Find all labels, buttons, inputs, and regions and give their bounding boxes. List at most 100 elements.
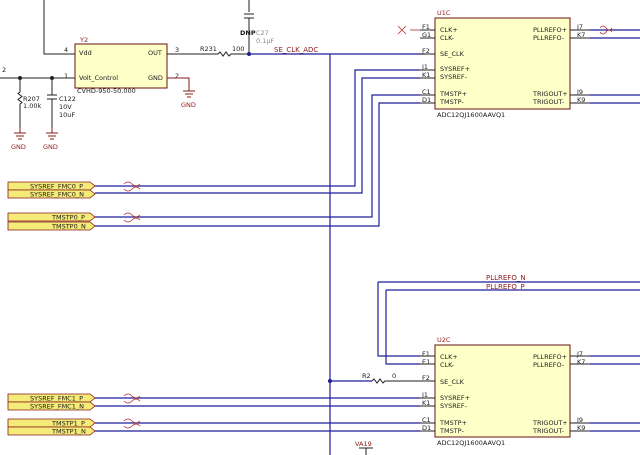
u2c-pin-name: TMSTP+	[439, 419, 467, 427]
r2-ref: R2	[362, 372, 371, 380]
u2c-pin-name: SYSREF+	[440, 394, 470, 402]
u1c-pin-num: F2	[422, 47, 430, 55]
pllrefo-p-loop-wire	[385, 290, 420, 365]
vdd-wire	[43, 0, 75, 55]
u1c-pin-name: TMSTP+	[439, 90, 467, 98]
diff-pair-icon	[123, 418, 141, 429]
u2c-right-pin-stubs	[570, 355, 590, 432]
port-flag[interactable]: TMSTP0_P	[7, 212, 96, 222]
u1c-pin-num: D1	[422, 96, 431, 104]
port-flag[interactable]: TMSTP1_P	[7, 418, 96, 428]
port-flag[interactable]: SYSREF_FMC1_N	[7, 401, 96, 411]
y2-pin-vdd: Vdd	[79, 49, 92, 57]
u1c-pin-name: CLK-	[440, 34, 455, 42]
u1c-ref: U1C	[437, 9, 451, 17]
ground-symbol: GND	[167, 77, 196, 109]
u1c-pin-name: PLLREFO-	[533, 34, 565, 42]
port-label: TMSTP1_P	[51, 420, 85, 428]
c122-ref: C122	[59, 95, 76, 103]
u1c-pin-num: K7	[577, 31, 585, 39]
port-label: TMSTP0_P	[51, 214, 85, 222]
u1c-pin-name: TMSTP-	[439, 98, 464, 106]
u1c-part: ADC12QJ1600AAVQ1	[437, 111, 505, 119]
y2-pin-gnd: GND	[148, 74, 163, 82]
port-flag[interactable]: SYSREF_FMC0_P	[7, 181, 96, 191]
port-label: SYSREF_FMC1_P	[30, 395, 83, 403]
y2-ref: Y2	[79, 36, 88, 44]
u1c-pin-num: C1	[422, 88, 431, 96]
c122-capacitor	[47, 78, 57, 128]
net-pllrefo-n: PLLREFO_N	[486, 274, 526, 282]
port-flag[interactable]: SYSREF_FMC1_P	[7, 393, 96, 403]
r2-resistor	[371, 378, 420, 384]
net-va19: VA19	[355, 440, 372, 448]
u1c-pin-num: G1	[422, 31, 431, 39]
u2c-pin-name: CLK+	[440, 353, 458, 361]
u2c-pin-name: TRIGOUT+	[532, 419, 568, 427]
u1c-pin-num: J1	[421, 63, 428, 71]
u1c-pin-num: K1	[422, 71, 430, 79]
net-pllrefo-p: PLLREFO_P	[486, 283, 525, 291]
u1c-left-pin-stubs	[420, 29, 435, 104]
u2c-pin-num: F1	[422, 350, 430, 358]
y2-pin-out: OUT	[148, 49, 162, 57]
c27-ref: C27	[256, 29, 269, 37]
tmstp0-p-wire	[95, 94, 420, 218]
va19-power-symbol	[359, 447, 373, 455]
u2c-adc[interactable]: U2C ADC12QJ1600AAVQ1 CLK+ CLK- SE_CLK SY…	[421, 336, 585, 447]
u2c-pin-name: PLLREFO-	[533, 361, 565, 369]
u2c-pin-name: SE_CLK	[440, 378, 465, 386]
u1c-body	[434, 17, 571, 110]
y2-pin-vc: Volt_Control	[79, 74, 118, 82]
diff-pair-icon	[599, 25, 613, 35]
c27-capacitor	[244, 13, 254, 54]
ground-symbol: GND	[43, 128, 58, 151]
tmstp0-n-wire	[95, 102, 420, 227]
gnd-label: GND	[43, 143, 58, 151]
port-flag[interactable]: TMSTP0_N	[7, 221, 96, 231]
u1c-pin-num: J9	[576, 88, 583, 96]
u2c-body	[434, 344, 571, 438]
sysref-fmc0-p-wire	[95, 69, 420, 187]
u2c-pin-num: K9	[577, 424, 585, 432]
r207-value: 1.00k	[23, 102, 41, 110]
y2-oscillator[interactable]: Y2 Vdd OUT Volt_Control GND CVHD-950-50.…	[64, 36, 179, 95]
u2c-pin-num: J1	[421, 391, 428, 399]
u1c-pin-name: CLK+	[440, 26, 458, 34]
diff-pair-icon	[123, 212, 141, 223]
u2c-pin-num: J9	[576, 416, 583, 424]
u2c-pin-num: D1	[422, 424, 431, 432]
y2-num-out: 3	[175, 46, 179, 54]
u2c-pin-name: CLK-	[440, 361, 455, 369]
u2c-pin-num: K1	[422, 399, 430, 407]
u2c-pin-name: TMSTP-	[439, 427, 464, 435]
u2c-pin-name: SYSREF-	[440, 402, 468, 410]
u1c-pin-name: SE_CLK	[440, 50, 465, 58]
port-flag[interactable]: TMSTP1_N	[7, 426, 96, 436]
u2c-ref: U2C	[437, 336, 451, 344]
net-se-clk: SE_CLK_ADC	[274, 46, 318, 54]
y2-num-gnd: 2	[175, 72, 179, 80]
port-label: SYSREF_FMC0_N	[30, 191, 84, 199]
u2c-pin-num: E1	[422, 358, 430, 366]
u2c-pin-num: C1	[422, 416, 431, 424]
port-flag[interactable]: SYSREF_FMC0_N	[7, 189, 96, 199]
u2c-pin-name: TRIGOUT-	[532, 427, 565, 435]
u2c-pin-num: K7	[577, 358, 585, 366]
u2c-pin-num: F2	[422, 374, 430, 382]
u2c-pin-name: PLLREFO+	[533, 353, 567, 361]
u2c-part: ADC12QJ1600AAVQ1	[437, 439, 505, 447]
gnd-label: GND	[11, 143, 26, 151]
u1c-pin-name: TRIGOUT-	[532, 98, 565, 106]
u1c-adc[interactable]: U1C ADC12QJ1600AAVQ1 CLK+ CLK- SE_CLK SY…	[421, 9, 585, 119]
port-label: SYSREF_FMC1_N	[30, 403, 84, 411]
c122-value2: 10uF	[59, 111, 75, 119]
r207-ref: R207	[23, 95, 40, 103]
diff-pair-icon	[123, 181, 141, 192]
c27-value: 0.1µF	[256, 37, 274, 45]
gnd-label: GND	[181, 101, 196, 109]
sysref-fmc0-n-wire	[95, 77, 420, 194]
r231-value: 100	[232, 45, 244, 53]
y2-num-vdd: 4	[64, 46, 68, 54]
u1c-pin-name: PLLREFO+	[533, 26, 567, 34]
